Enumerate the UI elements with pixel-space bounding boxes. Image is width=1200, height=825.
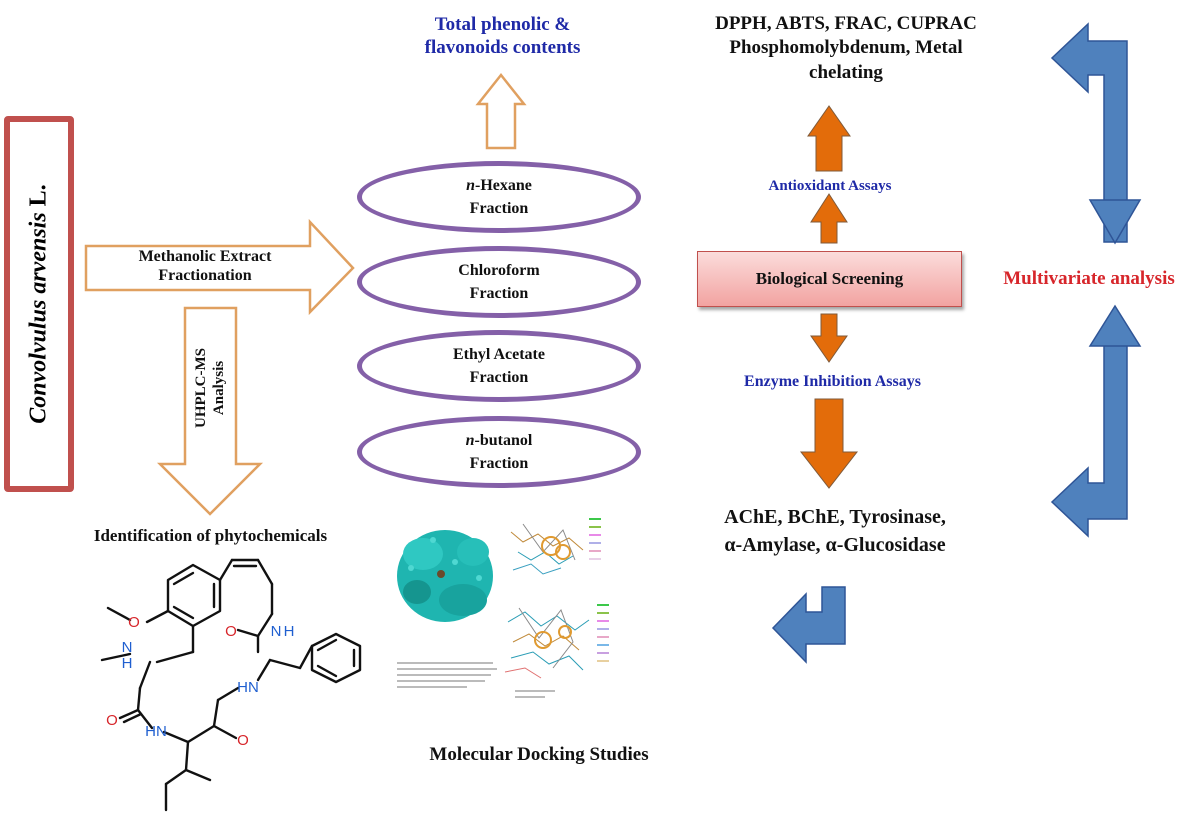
antioxidant-assays-list: DPPH, ABTS, FRAC, CUPRAC Phosphomolybden… <box>660 12 1032 85</box>
biological-to-antioxidant-arrow <box>810 193 848 244</box>
atom-o-left: O <box>106 712 118 729</box>
protein-surface <box>397 530 493 622</box>
atom-o-methoxy: O <box>128 614 140 631</box>
phenolic-label: Total phenolic & flavonoids contents <box>385 14 620 60</box>
fractionation-label-line1: Methanolic Extract <box>138 248 272 265</box>
uhplc-label-line2: Analysis <box>211 360 227 416</box>
phenolic-label-line2: flavonoids contents <box>424 36 581 58</box>
multivariate-label: Multivariate analysis <box>1003 268 1175 289</box>
atom-n-vinyl: N <box>271 623 282 640</box>
multivariate-top-arrow <box>1050 22 1128 243</box>
antioxidant-to-assays-arrow <box>807 105 851 172</box>
atom-h-amine: H <box>122 655 133 672</box>
docking-image <box>397 518 609 698</box>
atom-hn-bottom: HN <box>145 723 167 740</box>
fraction-butanol-name: -butanol <box>474 431 533 449</box>
atom-o-bottom: O <box>237 732 249 749</box>
enzyme-list-line1: AChE, BChE, Tyrosinase, <box>724 506 946 528</box>
fraction-chloroform-name: Chloroform <box>458 261 540 279</box>
molecule-structure: O N H N H O HN O HN O <box>100 558 362 812</box>
enzyme-label: Enzyme Inhibition Assays <box>744 373 921 390</box>
docking-return-arrow <box>771 586 846 664</box>
atom-o-right: O <box>225 623 237 640</box>
interaction-diagram-bottom <box>504 607 590 679</box>
plant-species-box: Convolvulus arvensis L. <box>4 116 74 492</box>
atom-n-amine: N <box>122 639 133 656</box>
phenolic-arrow <box>475 72 527 150</box>
multivariate-top-arrowhead <box>1088 199 1142 245</box>
enzyme-list-line2: α-Amylase, α-Glucosidase <box>724 534 946 556</box>
multivariate-bottom-arrowhead <box>1088 304 1142 347</box>
antioxidant-label: Antioxidant Assays <box>768 178 892 194</box>
enzyme-list: AChE, BChE, Tyrosinase, α-Amylase, α-Glu… <box>690 503 980 559</box>
fraction-ethyl-acetate-name: Ethyl Acetate <box>453 345 545 363</box>
fractionation-arrow <box>84 218 355 316</box>
fraction-hexane-prefix: n <box>466 176 476 194</box>
atom-hn-right: HN <box>237 679 259 696</box>
phenolic-label-line1: Total phenolic & <box>434 14 571 35</box>
fraction-butanol-line2: Fraction <box>469 455 529 472</box>
legend-top <box>589 518 601 560</box>
fraction-hexane-line2: Fraction <box>469 200 529 217</box>
fractionation-label-line2: Fractionation <box>158 267 252 285</box>
antioxidant-assays-line1: DPPH, ABTS, FRAC, CUPRAC <box>715 13 977 34</box>
atom-h-vinyl: H <box>284 623 295 640</box>
uhplc-arrow <box>156 306 264 516</box>
biological-to-enzyme-arrow <box>810 313 848 363</box>
uhplc-label-line1: UHPLC-MS <box>193 348 209 428</box>
multivariate-bottom-arrow <box>1050 340 1128 538</box>
enzyme-to-list-arrow <box>799 398 859 489</box>
fraction-chloroform-line2: Fraction <box>469 285 529 302</box>
biological-screening-label: Biological Screening <box>755 269 904 288</box>
identification-label: Identification of phytochemicals <box>93 526 328 545</box>
fractionation-label: Methanolic Extract Fractionation <box>100 247 310 285</box>
legend-bottom <box>597 604 609 662</box>
docking-label: Molecular Docking Studies <box>429 744 649 765</box>
antioxidant-assays-line2: Phosphomolybdenum, Metal <box>729 37 963 59</box>
biological-screening-box: Biological Screening <box>697 251 962 307</box>
fraction-butanol-prefix: n <box>465 431 475 449</box>
fraction-ethyl-acetate-line2: Fraction <box>469 369 529 386</box>
docking-caption-lines <box>397 662 555 698</box>
fraction-hexane-name: -Hexane <box>475 176 532 194</box>
uhplc-label: UHPLC-MS Analysis <box>192 348 228 428</box>
antioxidant-assays-line3: chelating <box>809 61 883 83</box>
interaction-diagram-top <box>510 523 584 575</box>
